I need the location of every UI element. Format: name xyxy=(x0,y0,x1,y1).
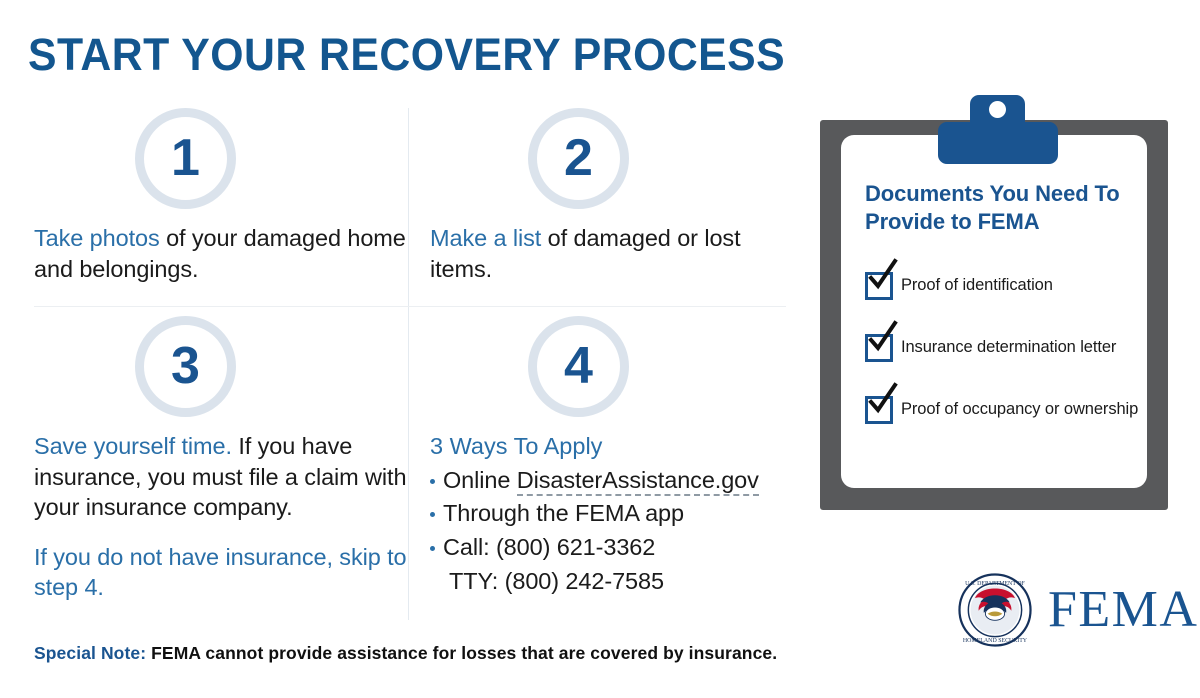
step-2-highlight: Make a list xyxy=(430,225,542,251)
step-3-text: Save yourself time. If you have insuranc… xyxy=(34,431,408,603)
clipboard-title: Documents You Need To Provide to FEMA xyxy=(865,180,1143,236)
step-2-text: Make a list of damaged or lost items. xyxy=(430,223,804,284)
step-1-rest: of your damaged home and belongings. xyxy=(34,225,406,282)
step-2-number: 2 xyxy=(564,128,593,187)
clipboard-content: Documents You Need To Provide to FEMA Pr… xyxy=(865,180,1143,441)
apply-option-call: Call: (800) 621-3362 xyxy=(430,531,804,565)
vertical-divider xyxy=(408,108,409,620)
step-2: 2 Make a list of damaged or lost items. xyxy=(430,108,804,284)
checklist-item[interactable]: Insurance determination letter xyxy=(865,317,1143,379)
step-1-number: 1 xyxy=(171,128,200,187)
step-1-highlight: Take photos xyxy=(34,225,160,251)
apply-heading: 3 Ways To Apply xyxy=(430,433,603,459)
step-3-number: 3 xyxy=(171,336,200,395)
step-2-circle: 2 xyxy=(528,108,629,209)
clipboard-clip-hole-icon xyxy=(989,101,1006,118)
step-4-number: 4 xyxy=(564,336,593,395)
fema-wordmark: FEMA xyxy=(1048,581,1199,638)
checklist-item-label: Insurance determination letter xyxy=(901,337,1117,356)
checkbox-checked-icon[interactable] xyxy=(865,382,898,424)
horizontal-divider xyxy=(34,306,786,307)
step-4: 4 3 Ways To Apply Online DisasterAssista… xyxy=(430,316,804,599)
step-3-highlight: Save yourself time. xyxy=(34,433,232,459)
step-3: 3 Save yourself time. If you have insura… xyxy=(34,316,408,603)
step-3-circle: 3 xyxy=(135,316,236,417)
apply-option-online: Online DisasterAssistance.gov xyxy=(430,464,804,498)
clipboard-graphic: Documents You Need To Provide to FEMA Pr… xyxy=(820,95,1168,510)
checklist-item[interactable]: Proof of identification xyxy=(865,255,1143,317)
fema-logo: U.S. DEPARTMENT OF HOMELAND SECURITY FEM… xyxy=(958,573,1198,647)
step-3-rest: If you have insurance, you must file a c… xyxy=(34,433,407,521)
step-2-rest: of damaged or lost items. xyxy=(430,225,741,282)
svg-text:U.S. DEPARTMENT OF: U.S. DEPARTMENT OF xyxy=(965,581,1025,587)
clipboard-clip-base-icon xyxy=(938,122,1058,164)
step-4-circle: 4 xyxy=(528,316,629,417)
apply-option-online-prefix: Online xyxy=(443,466,517,493)
clipboard-paper xyxy=(841,135,1147,488)
step-1: 1 Take photos of your damaged home and b… xyxy=(34,108,408,284)
svg-text:HOMELAND SECURITY: HOMELAND SECURITY xyxy=(963,638,1028,644)
checklist-item-label: Proof of occupancy or ownership xyxy=(901,399,1139,418)
checkbox-checked-icon[interactable] xyxy=(865,320,898,362)
apply-option-app: Through the FEMA app xyxy=(430,497,804,531)
special-note: Special Note: FEMA cannot provide assist… xyxy=(34,643,777,664)
step-1-text: Take photos of your damaged home and bel… xyxy=(34,223,408,284)
step-3-paragraph-2: If you do not have insurance, skip to st… xyxy=(34,543,407,601)
special-note-text: FEMA cannot provide assistance for losse… xyxy=(146,643,778,663)
disaster-assistance-link[interactable]: DisasterAssistance.gov xyxy=(516,466,759,496)
checklist-item[interactable]: Proof of occupancy or ownership xyxy=(865,379,1143,441)
checkbox-checked-icon[interactable] xyxy=(865,258,898,300)
step-1-circle: 1 xyxy=(135,108,236,209)
page-title: START YOUR RECOVERY PROCESS xyxy=(28,29,786,80)
clipboard-checklist: Proof of identification Insurance determ… xyxy=(865,255,1143,441)
apply-options-list: Online DisasterAssistance.gov Through th… xyxy=(430,464,804,599)
clipboard-title-text: Documents You Need To Provide to FEMA xyxy=(865,181,1120,234)
dhs-seal-icon: U.S. DEPARTMENT OF HOMELAND SECURITY xyxy=(958,573,1032,647)
special-note-label: Special Note: xyxy=(34,643,147,663)
apply-option-tty: TTY: (800) 242-7585 xyxy=(449,568,664,595)
checklist-item-label: Proof of identification xyxy=(901,275,1053,294)
steps-grid: 1 Take photos of your damaged home and b… xyxy=(34,108,786,620)
